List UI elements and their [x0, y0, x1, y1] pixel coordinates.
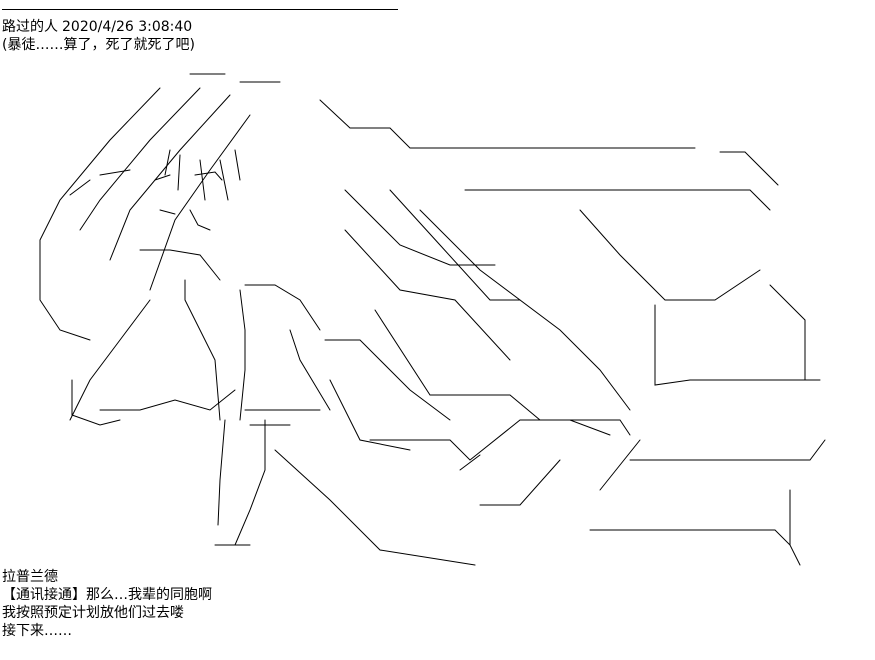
- art-face: [164, 149, 241, 201]
- dialogue-speaker: 拉普兰德: [2, 569, 58, 585]
- dialogue-line: 接下来……: [2, 623, 72, 639]
- art-hair-strand-1: [79, 87, 201, 231]
- art-eye-left: [154, 174, 176, 215]
- post-subtitle: (暴徒……算了，死了就死了吧): [2, 37, 195, 53]
- art-head-top: [189, 73, 281, 83]
- art-blade-13: [459, 439, 641, 506]
- art-chin: [139, 249, 221, 281]
- dialogue-line: 【通讯接通】那么…我辈的同胞啊: [2, 587, 212, 603]
- art-blade-10: [769, 284, 806, 381]
- art-blade-top: [319, 99, 696, 149]
- art-belt: [244, 409, 321, 426]
- art-misc-marks: [69, 169, 131, 426]
- art-blade-5: [419, 209, 631, 411]
- top-divider: [2, 0, 398, 10]
- art-cloak-lower: [274, 449, 476, 566]
- art-nose: [189, 209, 211, 231]
- art-hair-strand-3: [149, 114, 251, 291]
- art-blade-7: [374, 309, 631, 436]
- art-blade-tip: [719, 151, 779, 186]
- dialogue-line: 我按照预定计划放他们过去喽: [2, 605, 184, 621]
- art-blade-9: [579, 209, 761, 301]
- art-hair-top: [39, 87, 161, 341]
- dialogue-block: 拉普兰德 【通讯接通】那么…我辈的同胞啊 我按照预定计划放他们过去喽 接下来……: [2, 568, 212, 640]
- art-arm-upper: [69, 299, 151, 421]
- art-leg-left: [217, 419, 226, 526]
- art-blade-14: [589, 529, 801, 566]
- ascii-art-illustration: [0, 60, 875, 570]
- post-timestamp: 2020/4/26 3:08:40: [62, 19, 193, 35]
- art-blade-11: [654, 304, 821, 386]
- art-eye-right: [194, 171, 223, 181]
- art-shoulder: [289, 329, 331, 411]
- art-torso-right: [239, 289, 246, 421]
- art-blade-12: [629, 439, 826, 461]
- art-blade-4: [389, 189, 521, 301]
- art-collar: [244, 284, 321, 331]
- art-torso-left: [184, 279, 221, 421]
- art-blade-2: [464, 189, 771, 211]
- art-blade-8: [369, 419, 611, 461]
- art-sleeve-lines: [324, 339, 451, 421]
- art-hand: [329, 379, 411, 451]
- art-blade-6: [344, 229, 511, 361]
- art-blade-3: [344, 189, 496, 266]
- post-author: 路过的人: [2, 19, 58, 35]
- art-leg-right: [234, 419, 266, 546]
- art-arm-lower: [99, 389, 236, 411]
